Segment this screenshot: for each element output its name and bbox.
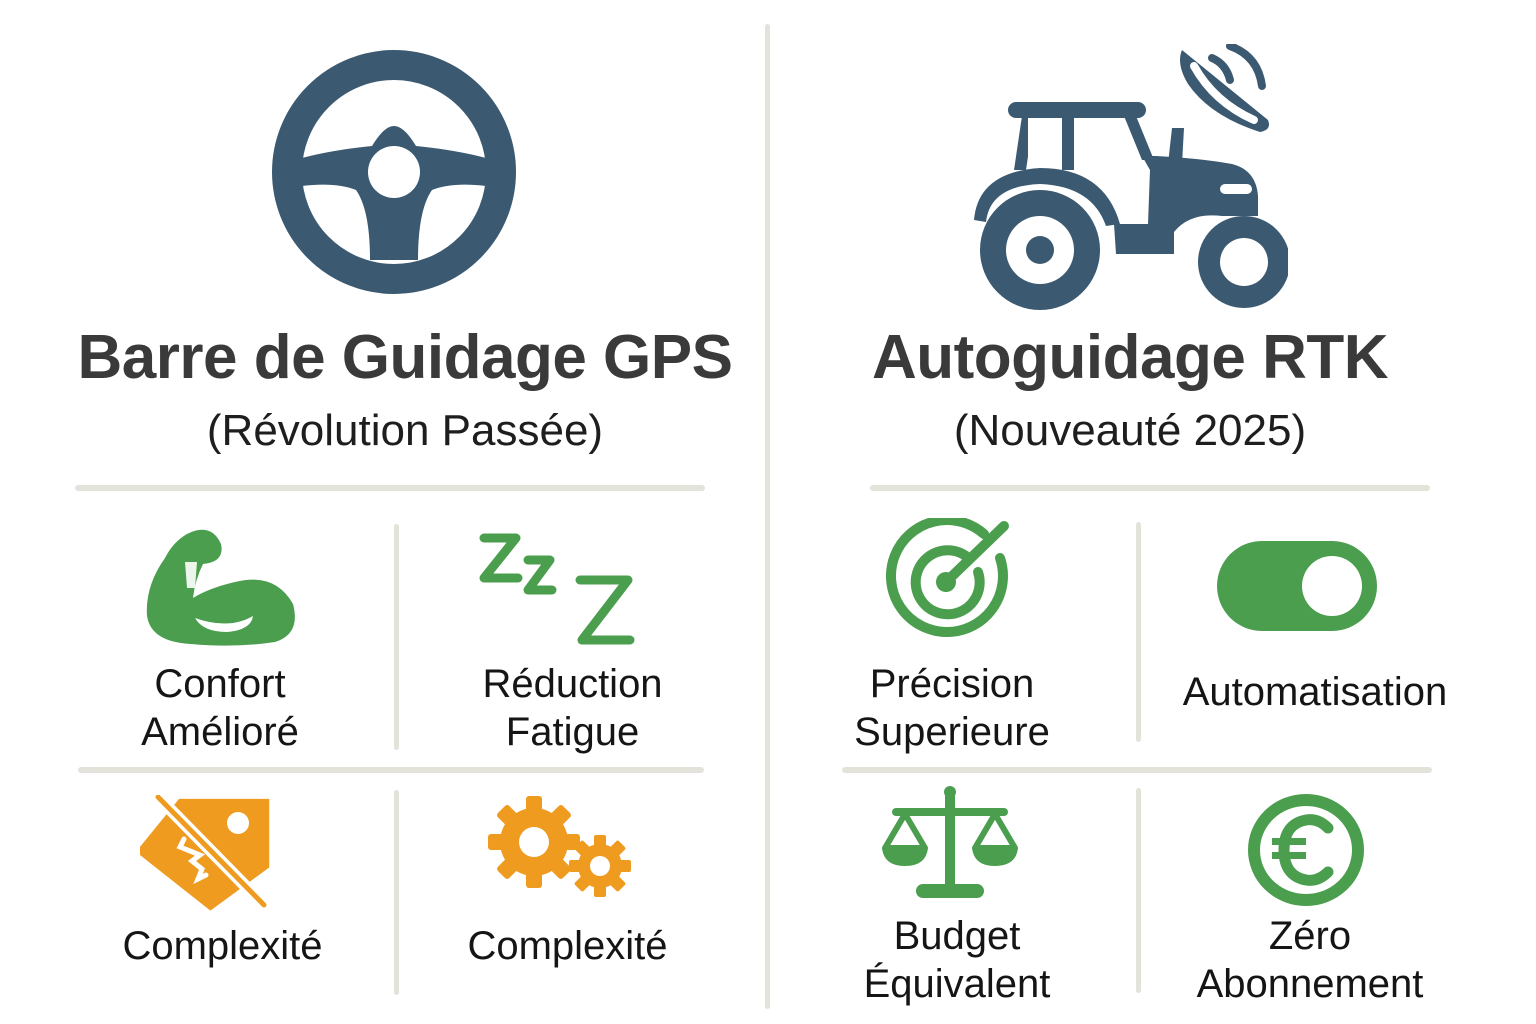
tractor-satellite-icon — [968, 44, 1288, 312]
zzz-sleep-icon — [478, 530, 638, 646]
left-grid-hdivider — [78, 767, 704, 773]
feature-label: Complexité — [122, 924, 323, 968]
steering-wheel-icon — [272, 50, 516, 294]
feature-label: Automatisation — [1182, 670, 1448, 714]
right-grid-vdivider-bottom — [1136, 788, 1141, 993]
left-grid-vdivider-top — [394, 524, 399, 750]
feature-label: Complexité — [467, 924, 668, 968]
right-title: Autoguidage RTK — [872, 323, 1389, 392]
feature-label: Budget Équivalent — [863, 914, 1051, 1006]
left-title: Barre de Guidage GPS — [77, 323, 734, 392]
center-divider — [765, 24, 770, 1009]
right-grid-hdivider — [842, 767, 1432, 773]
left-subtitle: (Révolution Passée) — [206, 406, 604, 455]
right-grid-vdivider-top — [1136, 522, 1141, 742]
feature-label: Précision Superieure — [854, 662, 1050, 754]
balance-scale-icon — [880, 786, 1020, 900]
euro-coin-icon — [1246, 794, 1366, 906]
flexed-arm-icon — [145, 526, 297, 646]
price-tag-off-icon — [140, 795, 270, 915]
feature-label: Confort Amélioré — [141, 662, 299, 754]
feature-label: Réduction Fatigue — [482, 662, 663, 754]
right-subtitle: (Nouveauté 2025) — [953, 406, 1307, 455]
left-header-divider — [75, 485, 705, 491]
feature-label: Zéro Abonnement — [1196, 914, 1424, 1006]
gears-icon — [484, 792, 636, 900]
left-grid-vdivider-bottom — [394, 790, 399, 995]
target-icon — [886, 518, 1016, 648]
toggle-on-icon — [1214, 538, 1380, 634]
right-header-divider — [870, 485, 1430, 491]
